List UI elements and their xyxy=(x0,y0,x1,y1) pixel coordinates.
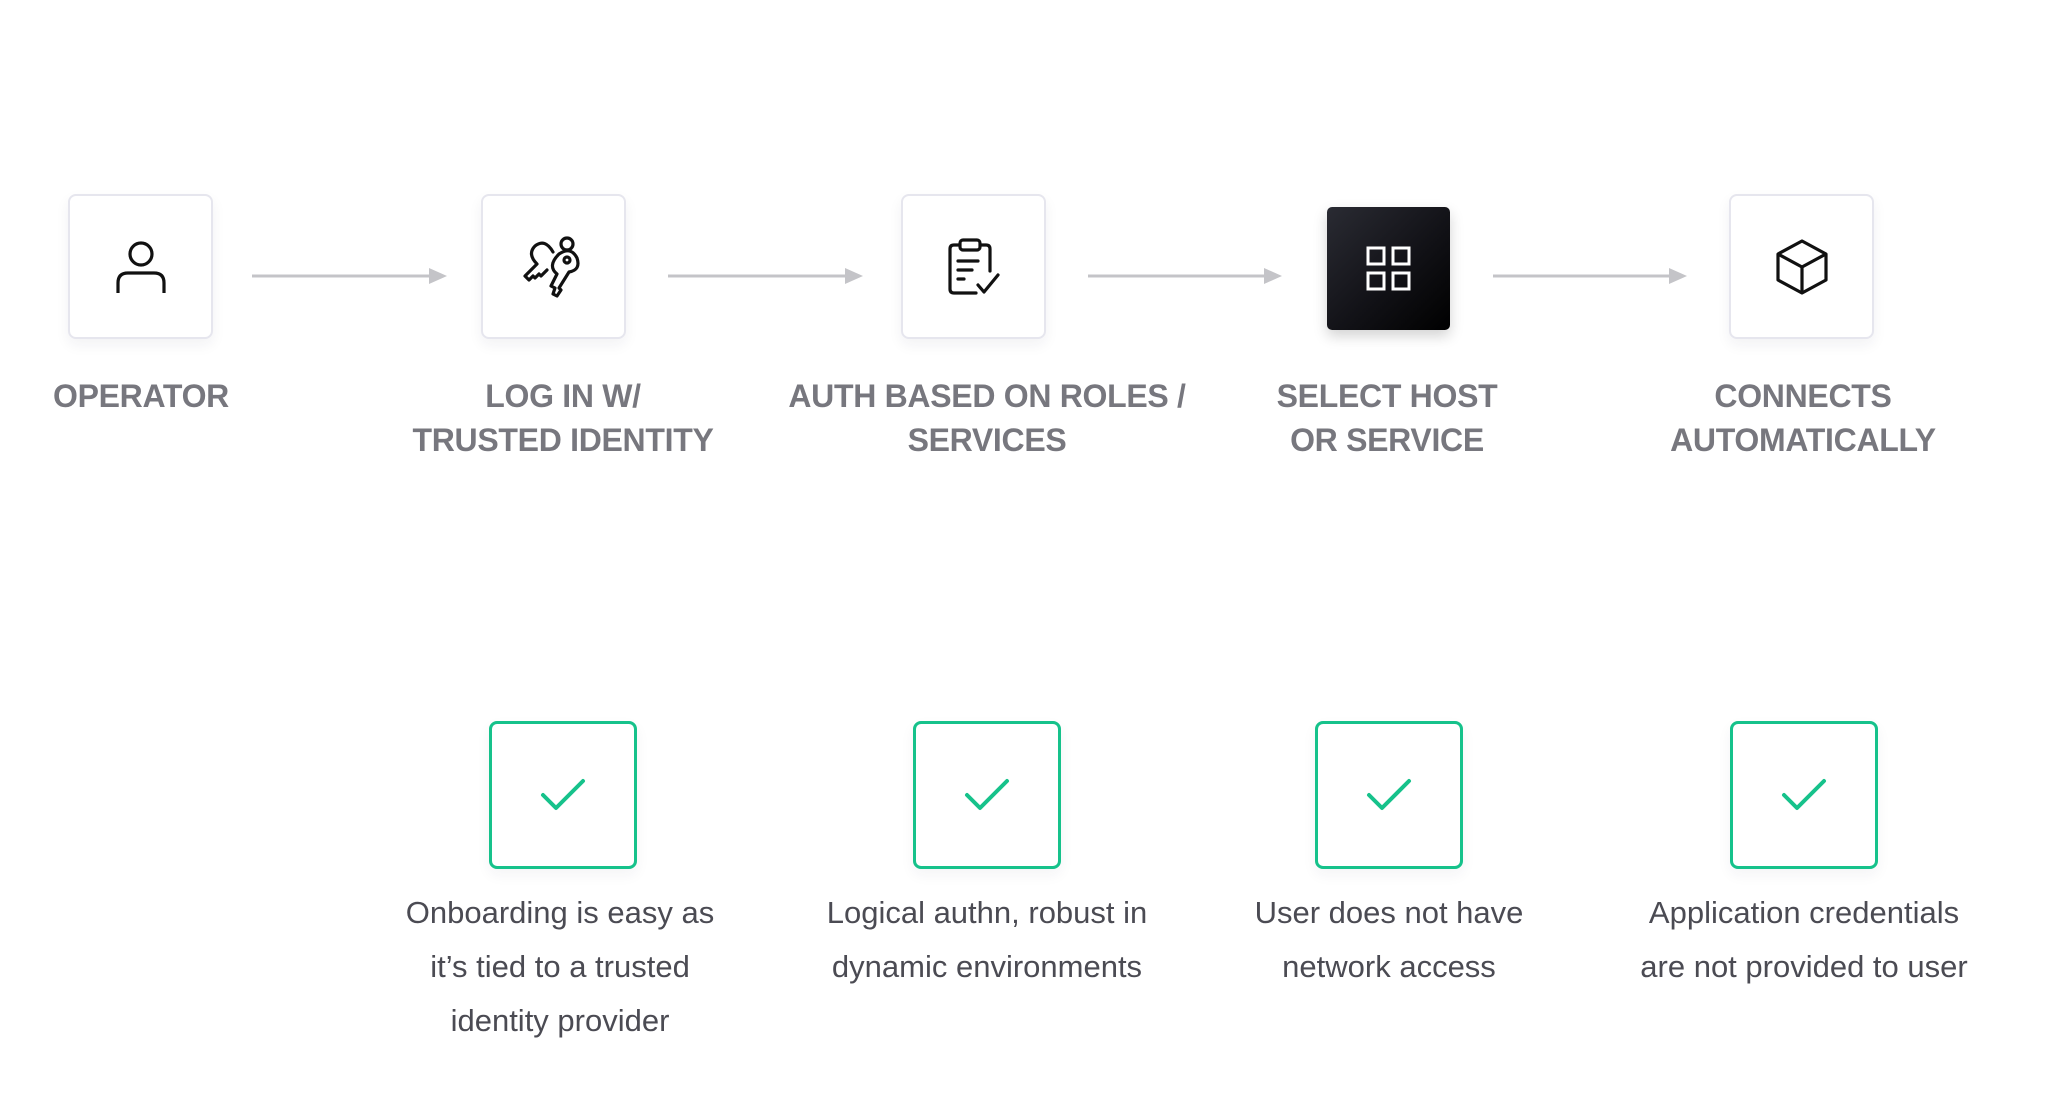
desc-line: identity provider xyxy=(450,1003,670,1038)
step-label-select-host: SELECT HOST OR SERVICE xyxy=(1157,374,1617,462)
desc-line: Logical authn, robust in xyxy=(826,895,1148,930)
step-auth xyxy=(901,194,1046,339)
benefit-text-login: Onboarding is easy as it’s tied to a tru… xyxy=(350,886,770,1048)
checkmark-icon xyxy=(1367,779,1411,810)
benefit-text-select-host: User does not have network access xyxy=(1179,886,1599,994)
desc-line: User does not have xyxy=(1254,895,1524,930)
dotted-connector xyxy=(984,462,990,718)
desc-line: network access xyxy=(1282,949,1496,984)
flow-arrow xyxy=(668,266,863,286)
checkmark-icon xyxy=(965,779,1009,810)
step-login xyxy=(481,194,626,339)
step-label-login: LOG IN W/ TRUSTED IDENTITY xyxy=(333,374,793,462)
flow-arrow xyxy=(252,266,447,286)
benefit-check-connect xyxy=(1730,721,1878,869)
label-line: OR SERVICE xyxy=(1290,422,1484,458)
dotted-connector xyxy=(560,462,566,718)
step-select-host xyxy=(1327,207,1450,330)
keys-icon xyxy=(522,235,580,298)
benefit-text-connect: Application credentials are not provided… xyxy=(1594,886,2014,994)
label-line: LOG IN W/ xyxy=(485,378,641,414)
benefit-check-auth xyxy=(913,721,1061,869)
step-label-operator: OPERATOR xyxy=(0,374,371,418)
cube-icon xyxy=(1775,238,1828,295)
label-line: SERVICES xyxy=(907,422,1067,458)
label-line: OPERATOR xyxy=(53,378,229,414)
desc-line: Onboarding is easy as xyxy=(405,895,715,930)
flow-arrow xyxy=(1493,266,1687,286)
dotted-connector xyxy=(1801,462,1807,718)
desc-line: are not provided to user xyxy=(1640,949,1968,984)
benefit-text-auth: Logical authn, robust in dynamic environ… xyxy=(777,886,1197,994)
label-line: AUTOMATICALLY xyxy=(1670,422,1936,458)
user-icon xyxy=(115,240,166,293)
checkmark-icon xyxy=(1782,779,1826,810)
desc-line: it’s tied to a trusted xyxy=(430,949,690,984)
benefit-check-select-host xyxy=(1315,721,1463,869)
grid-icon xyxy=(1366,246,1410,290)
flow-arrow xyxy=(1088,266,1282,286)
label-line: AUTH BASED ON ROLES / xyxy=(788,378,1186,414)
step-label-connect: CONNECTS AUTOMATICALLY xyxy=(1573,374,2033,462)
clipboard-check-icon xyxy=(947,237,1000,295)
label-line: SELECT HOST xyxy=(1276,378,1498,414)
desc-line: Application credentials xyxy=(1648,895,1960,930)
step-label-auth: AUTH BASED ON ROLES / SERVICES xyxy=(757,374,1217,462)
label-line: CONNECTS xyxy=(1714,378,1892,414)
step-operator xyxy=(68,194,213,339)
benefit-check-login xyxy=(489,721,637,869)
step-connect xyxy=(1729,194,1874,339)
label-line: TRUSTED IDENTITY xyxy=(412,422,714,458)
desc-line: dynamic environments xyxy=(831,949,1143,984)
dotted-connector xyxy=(1386,462,1392,718)
checkmark-icon xyxy=(541,779,585,810)
